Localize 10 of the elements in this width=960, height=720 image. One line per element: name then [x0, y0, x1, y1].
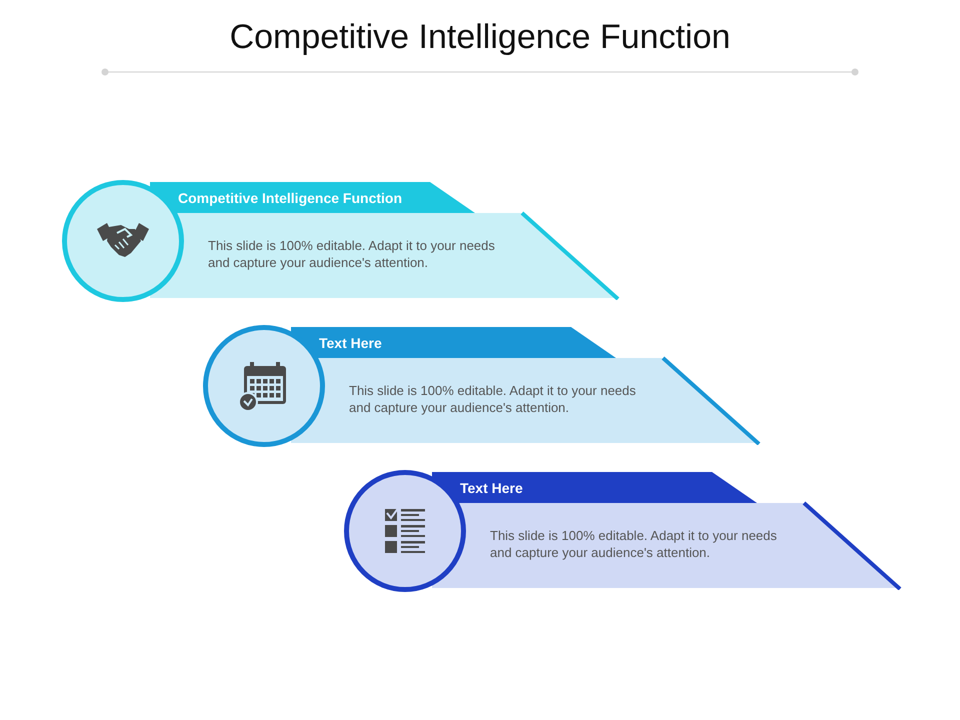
banner-description: This slide is 100% editable. Adapt it to your needs and capture your audience's attention. — [349, 382, 637, 416]
banner-description: This slide is 100% editable. Adapt it to your needs and capture your audience's attention. — [208, 237, 496, 271]
banner-description: This slide is 100% editable. Adapt it to your needs and capture your audience's attention. — [490, 527, 778, 561]
banner-heading: Text Here — [319, 335, 382, 351]
banner-panel — [291, 327, 761, 445]
banner-heading: Text Here — [460, 480, 523, 496]
banner-panel — [432, 472, 902, 590]
slide-title: Competitive Intelligence Function — [228, 18, 732, 57]
banner-panel — [150, 182, 620, 300]
banner-heading: Competitive Intelligence Function — [178, 190, 402, 206]
